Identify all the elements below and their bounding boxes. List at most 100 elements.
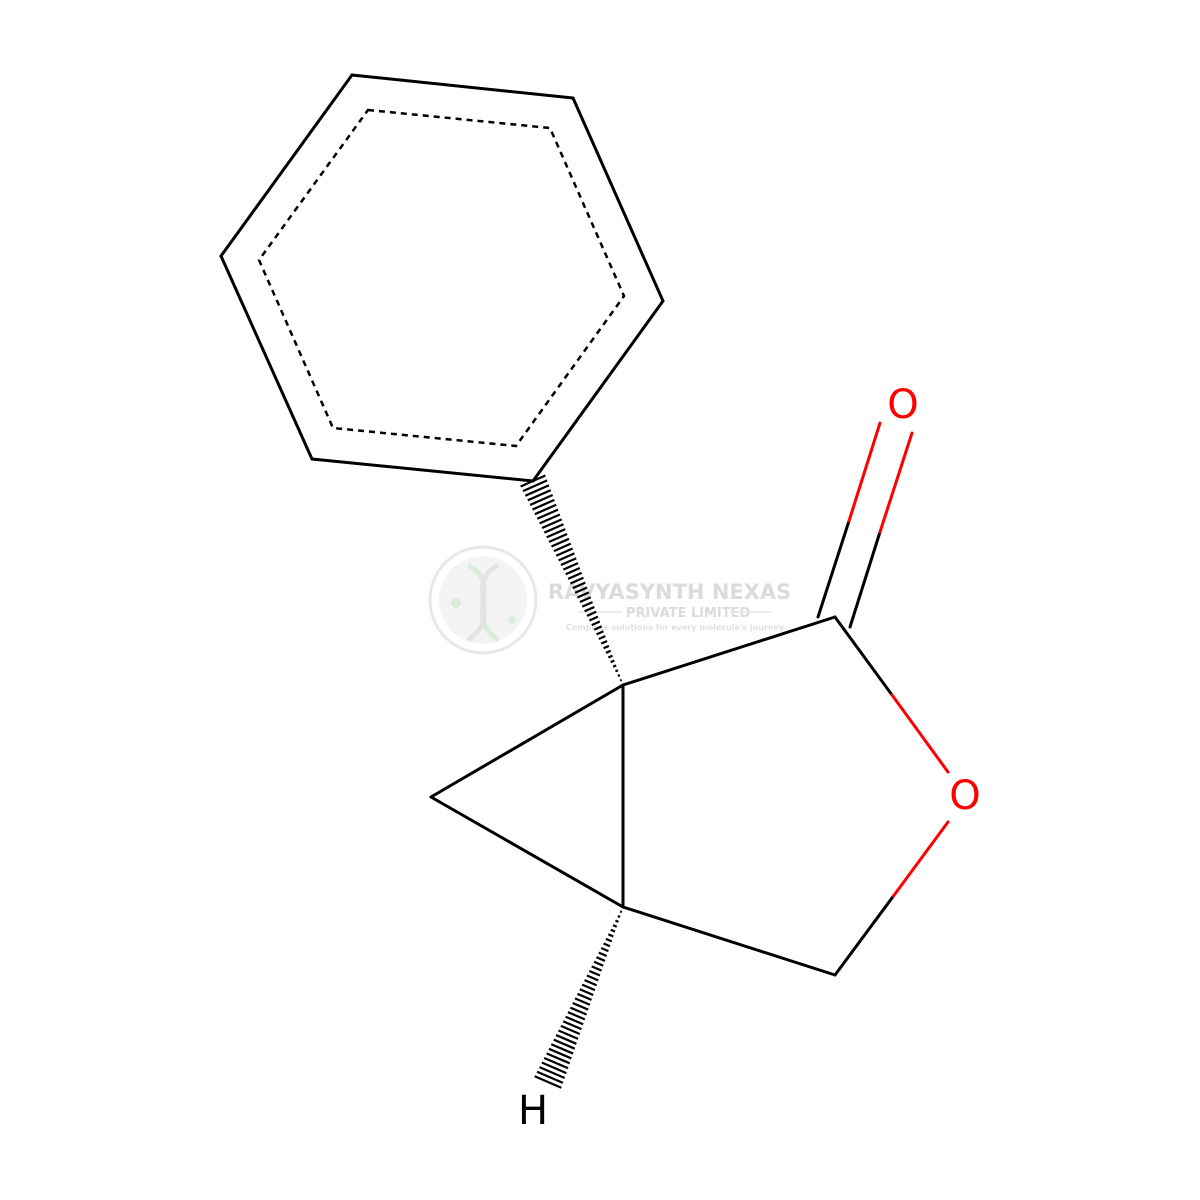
hash-line [550, 1043, 574, 1055]
bond-benzene-5 [219, 254, 314, 461]
hash-line [584, 605, 595, 613]
hash-line [534, 503, 557, 516]
hash-line [562, 562, 579, 571]
hash-line [595, 956, 606, 962]
hash-line [572, 1001, 589, 1011]
hash-line [569, 1006, 587, 1016]
hash-line [607, 654, 614, 659]
hash-line [527, 489, 552, 502]
hash-line [548, 532, 568, 543]
hash-line [605, 937, 613, 943]
hash-line [543, 523, 564, 534]
hash-line [607, 933, 614, 938]
hash-line [520, 474, 546, 488]
bond-carbonyl-ringO-red [890, 693, 950, 774]
hash-line [600, 639, 608, 645]
hash-line [617, 914, 621, 918]
hashed-wedge-hydrogen [534, 905, 624, 1089]
hash-line [603, 942, 611, 948]
hash-line [572, 581, 586, 590]
hash-line [610, 928, 616, 933]
hash-line [574, 586, 588, 594]
bond-carbonyl-b-red [878, 431, 914, 534]
hash-line [574, 997, 591, 1006]
hash-line [522, 479, 548, 493]
bicyclic-core [429, 421, 950, 977]
hash-line [612, 924, 618, 928]
hash-line [619, 910, 623, 914]
hash-line [562, 1020, 582, 1031]
hash-line [553, 542, 572, 553]
hash-line [555, 547, 574, 557]
bond-carbonyl-a-red [847, 421, 882, 523]
bond-benzene-1 [350, 73, 575, 100]
hash-line [555, 1034, 577, 1045]
bond-benzene-4 [310, 457, 535, 483]
hash-line [541, 518, 563, 530]
bond-cyclopropane-1 [429, 683, 625, 799]
hash-line [567, 571, 583, 580]
hash-line [591, 620, 601, 627]
hash-line [612, 664, 617, 668]
hash-line [598, 951, 608, 957]
hash-line [614, 919, 619, 923]
hash-line [541, 1061, 567, 1075]
hash-line [536, 1070, 564, 1084]
hash-line [529, 494, 554, 506]
bond-cyclopropane-2 [429, 795, 625, 909]
hash-line [576, 992, 592, 1001]
watermark-tagline: Complete solutions for every molecule's … [566, 623, 785, 632]
hash-line [560, 1024, 581, 1036]
hash-line [553, 1038, 576, 1050]
hash-line [617, 674, 621, 677]
hash-line [567, 1011, 586, 1021]
hash-line [558, 552, 575, 562]
bond-c5-ch2 [621, 905, 837, 977]
hash-line [586, 610, 597, 617]
hash-line [598, 635, 606, 640]
hash-line [551, 537, 570, 548]
stereo-hydrogen-label: H [518, 1088, 548, 1134]
bond-benzene-2 [571, 96, 665, 303]
bond-benzene-3 [531, 299, 665, 483]
hash-line [619, 678, 623, 682]
hash-line [565, 567, 581, 576]
hash-line [532, 498, 555, 511]
benzene-ring [219, 73, 665, 483]
hash-line [577, 591, 590, 599]
bond-benzene-6 [219, 73, 354, 258]
benzene-aromatic-circle [257, 108, 626, 448]
hash-line [614, 669, 619, 673]
hash-line [584, 979, 598, 987]
hash-line [557, 1029, 579, 1040]
watermark-logo-icon [428, 545, 538, 655]
bond-carbonyl-ringO-black [833, 615, 894, 697]
hash-line [596, 630, 604, 636]
hash-line [548, 1047, 572, 1060]
hash-line [538, 1066, 566, 1079]
hash-line [546, 528, 566, 539]
bond-carbonyl-a-black [816, 519, 851, 619]
hash-line [524, 484, 550, 497]
watermark: RAVYASYNTH NEXAS PRIVATE LIMITED Complet… [428, 545, 791, 655]
bond-ringO-ch2-black [833, 896, 894, 977]
carbonyl-oxygen-label: O [887, 382, 918, 428]
hash-line [586, 974, 599, 982]
hash-line [588, 615, 599, 622]
hash-line [581, 983, 596, 992]
hash-line [610, 659, 615, 664]
hash-line [581, 601, 594, 608]
hash-line [593, 960, 604, 967]
hashed-wedge-phenyl [520, 474, 624, 687]
bond-ringO-ch2-red [890, 820, 950, 900]
hash-line [565, 1015, 584, 1026]
hash-line [588, 969, 601, 977]
hash-line [546, 1052, 571, 1065]
hash-line [591, 965, 603, 972]
bond-c1-carbonyl [621, 615, 837, 687]
hash-line [579, 988, 594, 997]
ring-oxygen-label: O [949, 773, 980, 819]
hash-line [603, 644, 610, 650]
hash-line [600, 947, 609, 953]
hash-line [579, 596, 592, 604]
